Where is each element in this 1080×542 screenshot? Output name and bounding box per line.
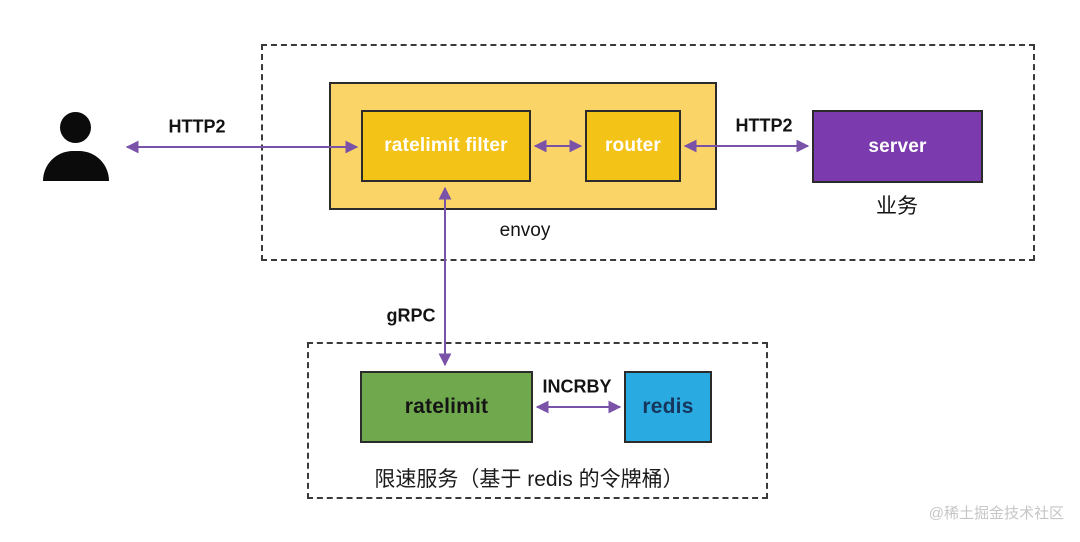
watermark: @稀土掘金技术社区 xyxy=(928,505,1064,522)
node-ratelimit-filter: ratelimit filter xyxy=(361,110,531,182)
node-redis: redis xyxy=(624,371,712,443)
edge-label-grpc: gRPC xyxy=(386,305,436,326)
node-server-label: server xyxy=(868,135,927,157)
envoy-group-label: envoy xyxy=(499,220,551,241)
node-server: server xyxy=(812,110,983,183)
ratelimit-service-caption: 限速服务（基于 redis 的令牌桶） xyxy=(374,468,684,491)
person-head-shape xyxy=(60,112,91,143)
node-ratelimit-label: ratelimit xyxy=(404,395,489,418)
person-body-shape xyxy=(43,151,109,181)
edge-label-http2-user: HTTP2 xyxy=(168,116,226,137)
ratelimit-service-dashed-group xyxy=(307,342,768,499)
node-router-label: router xyxy=(604,135,662,156)
edge-label-incrby: INCRBY xyxy=(542,376,612,397)
node-router: router xyxy=(585,110,681,182)
node-ratelimit: ratelimit xyxy=(360,371,533,443)
node-redis-label: redis xyxy=(642,395,694,418)
server-group-caption: 业务 xyxy=(876,195,918,218)
edge-label-http2-server: HTTP2 xyxy=(735,115,793,136)
node-ratelimit-filter-label: ratelimit filter xyxy=(384,135,508,156)
user-person-icon xyxy=(40,110,112,184)
